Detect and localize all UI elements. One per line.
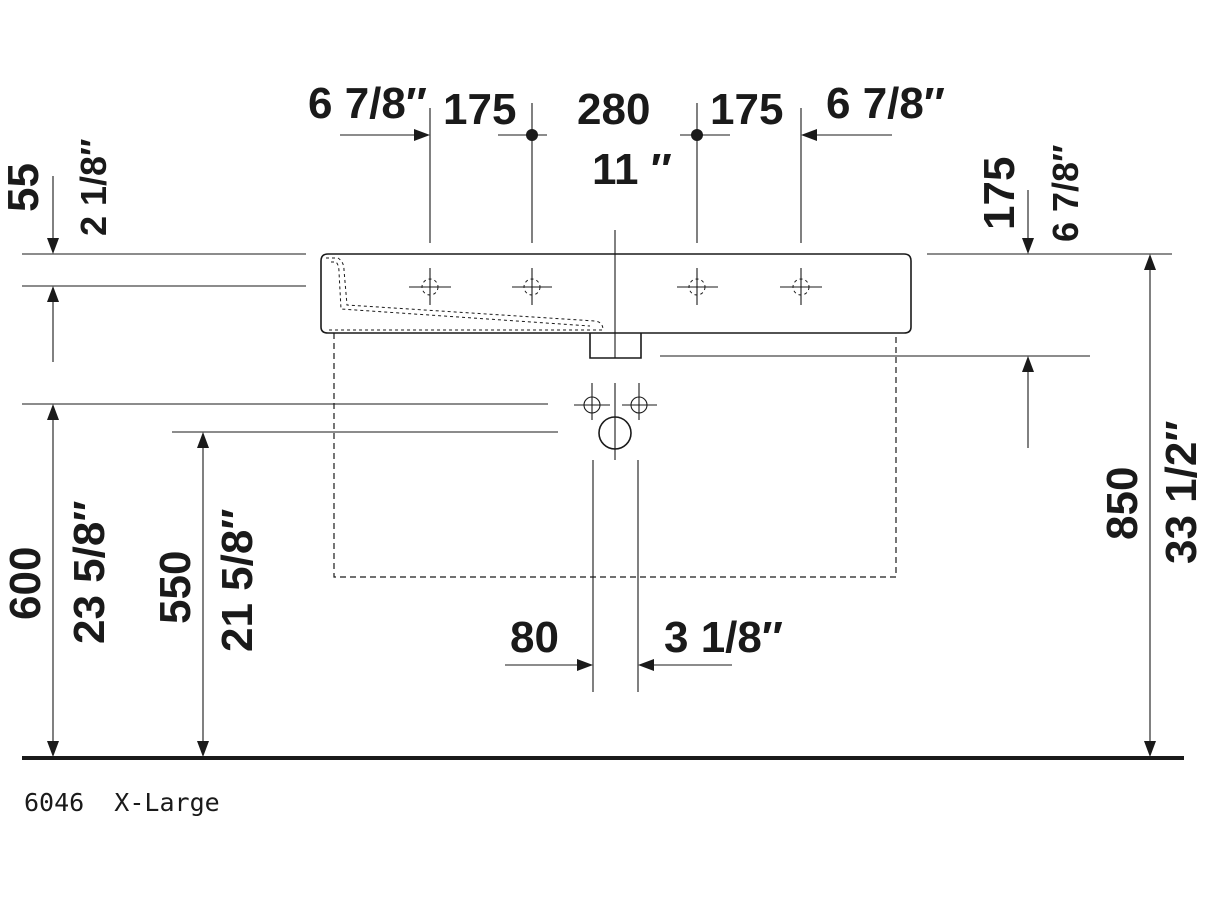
dim-left-mm: 175 — [443, 85, 516, 134]
tap-hole-marker-4 — [780, 268, 822, 305]
dim-right-mm: 175 — [710, 85, 783, 134]
dim-80-mm: 80 — [510, 613, 559, 662]
dim-550-inch: 21 5/8″ — [213, 509, 262, 652]
dim-right-175-inch: 6 7/8″ — [1045, 145, 1086, 242]
dim-550-mm: 550 — [151, 551, 200, 624]
dim-center-mm: 280 — [577, 85, 650, 134]
dim-600-inch: 23 5/8″ — [65, 501, 114, 644]
model-caption: 6046 X-Large — [24, 788, 220, 817]
dim-left-inch: 6 7/8″ — [308, 79, 427, 128]
dim-55-inch: 2 1/8″ — [73, 139, 114, 236]
dim-850-mm: 850 — [1098, 467, 1147, 540]
tap-hole-marker-3 — [677, 268, 718, 305]
dim-55-mm: 55 — [0, 163, 48, 212]
dim-right-inch: 6 7/8″ — [826, 79, 945, 128]
dim-850-inch: 33 1/2″ — [1157, 421, 1206, 564]
tap-hole-marker-1 — [409, 268, 451, 305]
basin-outline — [320, 253, 912, 334]
dim-80-inch: 3 1/8″ — [664, 613, 783, 662]
dim-right-175-mm: 175 — [975, 157, 1024, 230]
supply-connections — [574, 383, 657, 460]
bowl-contour-inner — [331, 261, 591, 327]
dim-600-mm: 600 — [1, 547, 50, 620]
vanity-outline — [333, 333, 897, 578]
bowl-contour — [326, 257, 604, 331]
tap-hole-marker-2 — [512, 268, 552, 305]
dim-center-inch: 11 ″ — [592, 145, 672, 194]
